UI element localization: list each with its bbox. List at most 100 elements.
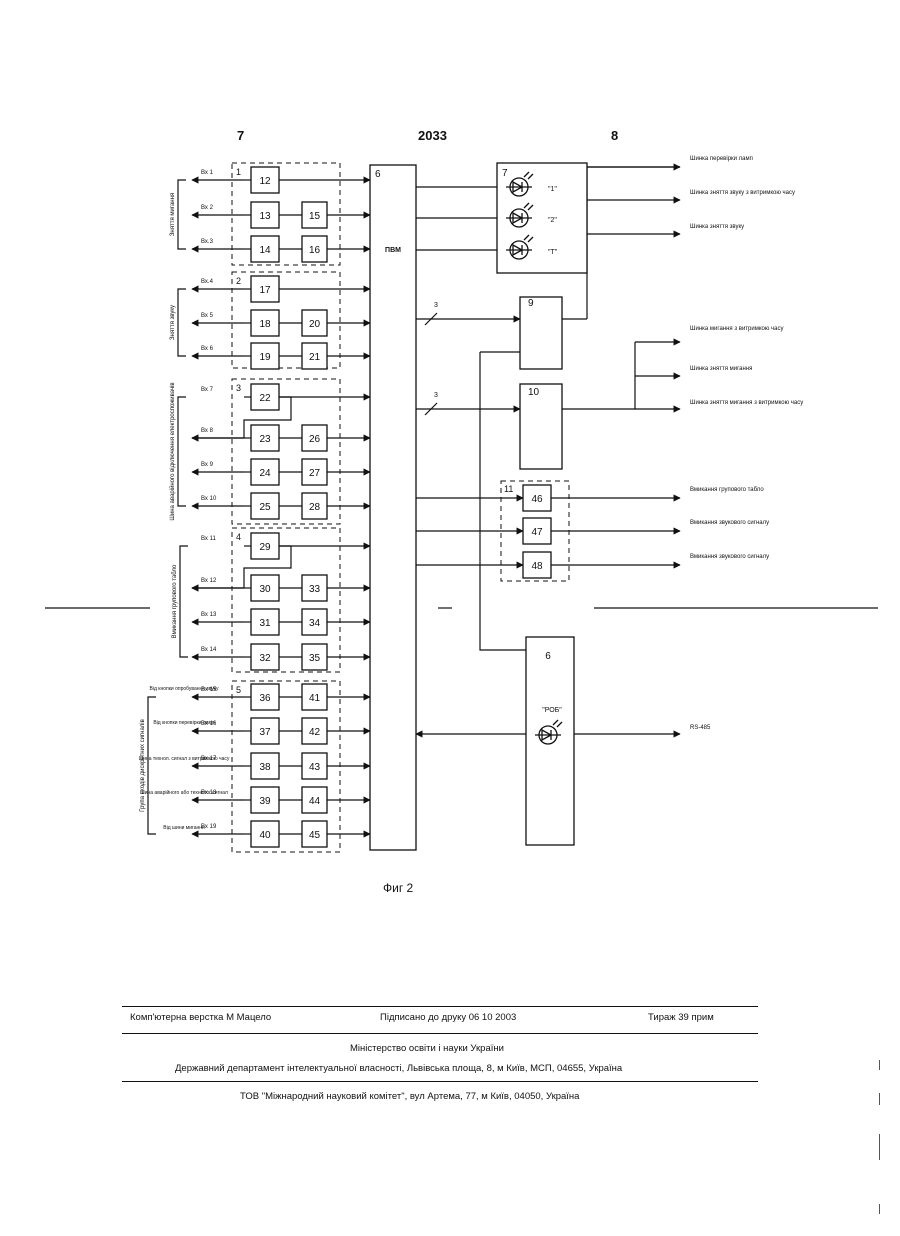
rs485-label: RS-485 [690,725,711,731]
input-label: Вх 10 [201,496,217,502]
scan-mark [879,1093,880,1105]
function-block-26-label: 26 [309,434,321,445]
group-number-3: 3 [236,383,241,393]
function-block-45-label: 45 [309,830,321,841]
lamp-label: "2" [548,217,557,224]
function-block-27-label: 27 [309,468,321,479]
input-source-label: Шина аварійного або технолог сигнал [140,789,228,796]
function-block-28-label: 28 [309,502,321,513]
function-block-24-label: 24 [259,468,271,479]
output-label: Шинка мигання з витримкою часу [690,326,784,332]
group-number-1: 1 [236,167,241,177]
output-label: Вмикання групового табло [690,487,764,493]
function-block-12-label: 12 [259,176,271,187]
scan-mark [879,1204,880,1214]
output-block [526,637,574,845]
function-block-37-label: 37 [259,727,271,738]
function-block-48-label: 48 [531,561,543,572]
input-label: Вх 5 [201,313,214,319]
function-block-16-label: 16 [309,245,321,256]
function-block-42-label: 42 [309,727,321,738]
central-block-number: 6 [375,169,381,180]
function-block-30-label: 30 [259,584,271,595]
input-label: Вх 7 [201,387,214,393]
input-label: Вх 12 [201,578,217,584]
input-label: Вх 6 [201,346,214,352]
indicator-block-number: 7 [502,168,508,179]
relay-block-9 [520,297,562,369]
group-side-label: Зняття мигання [170,193,176,236]
function-block-23-label: 23 [259,434,271,445]
input-source-label: Від шини мигання [163,825,205,831]
output-line [587,342,635,409]
group-bracket [178,289,186,356]
footer-rule-bottom [122,1081,758,1082]
central-block-label: ПВМ [385,247,401,254]
group-bracket [178,180,186,249]
function-block-44-label: 44 [309,796,321,807]
function-block-14-label: 14 [259,245,271,256]
input-label: Вх 13 [201,612,217,618]
scan-mark [879,1134,880,1160]
function-block-19-label: 19 [259,352,271,363]
relay-number-9: 9 [528,298,534,309]
footer-rule-mid [122,1033,758,1034]
function-block-39-label: 39 [259,796,271,807]
function-block-29-label: 29 [259,542,271,553]
input-source-label: Шина технол. сигнал з витримкою часу [139,756,230,762]
input-source-label: Від кнопки перевірки ламп [153,720,215,726]
input-label: Вх 9 [201,462,214,468]
output-label: Шинка зняття мигання з витримкою часу [690,400,803,406]
relay-number-10: 10 [528,387,540,398]
output-line [587,167,680,319]
group-side-label: Група входів дискретних сигналів [140,719,146,812]
function-block-20-label: 20 [309,319,321,330]
group-number-2: 2 [236,276,241,286]
function-block-21-label: 21 [309,352,321,363]
input-label: Вх 14 [201,647,217,653]
function-block-25-label: 25 [259,502,271,513]
function-block-35-label: 35 [309,653,321,664]
lamp-label: "Т" [548,249,558,256]
central-block [370,165,416,850]
input-label: Вх 2 [201,205,214,211]
function-block-41-label: 41 [309,693,321,704]
group-bracket [148,697,156,834]
group-side-label: Шина аварійного відключення електроспожи… [169,382,176,520]
output-label: Шинка зняття звуку з витримкою часу [690,190,795,196]
output-label: Вмикання звукового сигналу [690,520,769,526]
function-block-43-label: 43 [309,762,321,773]
output-label: Шинка зняття звуку [690,224,744,230]
function-block-17-label: 17 [259,285,271,296]
footer-company: ТОВ "Міжнародний науковий комітет", вул … [240,1091,579,1102]
footer-print-run: Тираж 39 прим [648,1012,714,1023]
function-block-36-label: 36 [259,693,271,704]
output-label: Шинка перевірки ламп [690,156,753,162]
input-label: Вх.3 [201,239,214,245]
function-block-22-label: 22 [259,393,271,404]
output-lamp-label: "РОБ" [542,707,562,714]
function-block-18-label: 18 [259,319,271,330]
input-label: Вх 1 [201,170,214,176]
output-label: Вмикання звукового сигналу [690,554,769,560]
group-side-label: Зняття звуку [170,305,176,340]
group-bracket [178,397,186,506]
footer-rule-top [122,1006,758,1007]
output-block-number: 6 [545,651,551,662]
input-label: Вх 8 [201,428,214,434]
scan-mark [879,1060,880,1070]
function-block-33-label: 33 [309,584,321,595]
function-block-32-label: 32 [259,653,271,664]
output-label: Шинка зняття мигання [690,366,752,372]
bus-count-label: 3 [434,392,438,399]
function-block-46-label: 46 [531,494,543,505]
function-block-40-label: 40 [259,830,271,841]
input-label: Вх.4 [201,279,214,285]
lamp-label: "1" [548,186,557,193]
footer-typesetter: Комп'ютерна верстка М Мацело [130,1012,271,1023]
group-bracket [180,546,188,657]
function-block-13-label: 13 [259,211,271,222]
function-block-38-label: 38 [259,762,271,773]
input-label: Вх 11 [201,536,216,542]
relay-block-10 [520,384,562,469]
